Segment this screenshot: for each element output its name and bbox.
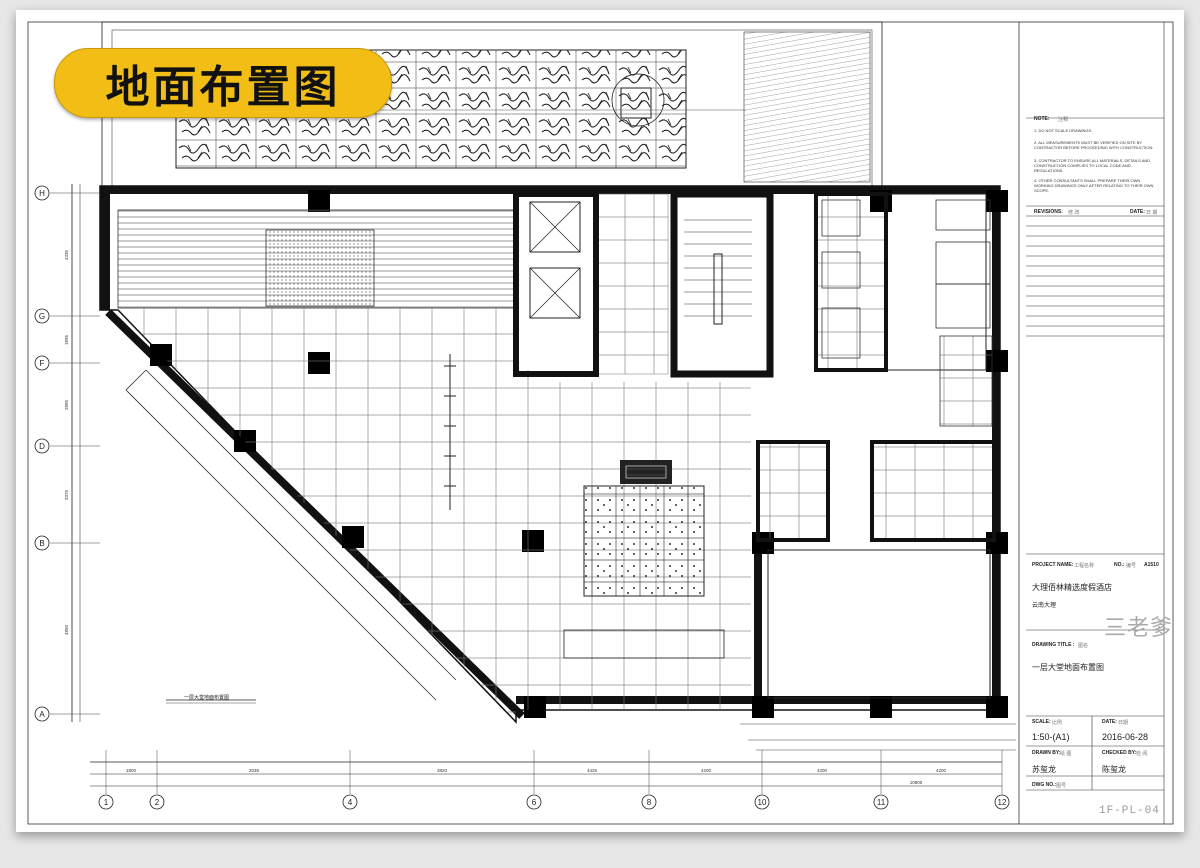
- grid-col-12-bubble: [994, 794, 1010, 810]
- grid-row-G-bubble: [34, 308, 50, 324]
- plan-caption: 一层大堂地面布置图: [184, 695, 230, 701]
- scale-label: SCALE:: [1032, 719, 1051, 725]
- dimension-bottom: 4200: [701, 768, 712, 773]
- grid-col-6-bubble: [526, 794, 542, 810]
- no-label-cn: 编号: [1126, 563, 1137, 569]
- dimension-total: 10800: [910, 780, 923, 785]
- dimension-bottom: 3820: [437, 768, 448, 773]
- drawing-title-label-cn: 图名: [1078, 643, 1089, 649]
- grid-row-B-bubble: [34, 535, 50, 551]
- checked-by-label-cn: 检 阅: [1136, 751, 1148, 757]
- grid-col-1-bubble: [98, 794, 114, 810]
- dimension-left: 4850: [64, 624, 69, 635]
- drawing-title-label: DRAWING TITLE :: [1032, 642, 1075, 648]
- grid-col-6-label: 6: [532, 798, 537, 807]
- project-number: A1510: [1144, 562, 1159, 568]
- grid-row-G-label: G: [39, 312, 45, 321]
- dimension-bottom: 4425: [587, 768, 598, 773]
- project-label: PROJECT NAME:: [1032, 562, 1074, 568]
- grid-col-8-label: 8: [647, 798, 652, 807]
- revisions-date-label: DATE:: [1130, 209, 1145, 215]
- drawn-by-label: DRAWN BY:: [1032, 750, 1061, 756]
- dimension-left: 3375: [64, 489, 69, 500]
- note-1: 1. DO NOT SCALE DRAWINGS.: [1034, 128, 1093, 133]
- grid-col-10-bubble: [754, 794, 770, 810]
- drawn-by-label-cn: 绘 图: [1060, 751, 1072, 757]
- dimension-bottom: 1800: [126, 768, 137, 773]
- dwg-no-label: DWG NO.:: [1032, 782, 1057, 788]
- note-2: 2. ALL MEASUREMENTS MUST BE VERIFIED ON …: [1034, 140, 1154, 150]
- grid-col-4-label: 4: [348, 798, 353, 807]
- scale-label-cn: 比例: [1052, 720, 1063, 726]
- project-label-cn: 工程名称: [1074, 563, 1095, 569]
- note-4: 4. OTHER CONSULTANTS SHALL PREPARE THEIR…: [1034, 178, 1154, 193]
- grid-col-2-label: 2: [155, 798, 160, 807]
- grid-row-A-bubble: [34, 706, 50, 722]
- grid-row-H-bubble: [34, 185, 50, 201]
- grid-row-D-label: D: [39, 442, 45, 451]
- grid-col-8-bubble: [641, 794, 657, 810]
- dwg-number: 1F-PL-04: [1099, 805, 1160, 817]
- no-label: NO.:: [1114, 562, 1125, 568]
- dwg-no-label-cn: 图号: [1056, 783, 1067, 789]
- grid-col-12-label: 12: [998, 798, 1007, 807]
- grid-col-2-bubble: [149, 794, 165, 810]
- grid-row-H-label: H: [39, 189, 45, 198]
- dimension-bottom: 2035: [249, 768, 260, 773]
- notes-label: NOTE:: [1034, 116, 1050, 122]
- badge-title: 地面布置图: [105, 62, 341, 113]
- grid-col-11-bubble: [873, 794, 889, 810]
- dimension-left: 1895: [64, 334, 69, 345]
- grid-col-4-bubble: [342, 794, 358, 810]
- project-location: 云南大理: [1032, 603, 1057, 609]
- revisions-date-label-cn: 日 期: [1146, 210, 1158, 216]
- date-label-cn: 日期: [1118, 720, 1129, 726]
- grid-col-11-label: 11: [877, 798, 886, 807]
- project-name: 大理佰林精选度假酒店: [1032, 583, 1112, 592]
- scale-value: 1:50-(A1): [1032, 732, 1070, 742]
- grid-col-1-label: 1: [104, 798, 109, 807]
- drawing-title: 一层大堂地面布置图: [1032, 663, 1104, 672]
- grid-col-10-label: 10: [758, 798, 767, 807]
- floor-plan-drawing: HGFDBA1246810111218002035382044254200420…: [27, 21, 1174, 825]
- note-3: 3. CONTRACTOR TO ENSURE ALL MATERIALS, D…: [1034, 158, 1151, 173]
- grid-row-F-bubble: [34, 355, 50, 371]
- watermark-text: 三老爹: [1104, 616, 1174, 641]
- revisions-label-cn: 修 改: [1068, 210, 1080, 216]
- grid-row-A-label: A: [39, 710, 45, 719]
- checked-by-value: 陈玺龙: [1102, 765, 1126, 774]
- dimension-bottom: 4200: [817, 768, 828, 773]
- dimension-left: 4335: [64, 249, 69, 260]
- drawn-by-value: 苏玺龙: [1032, 765, 1056, 774]
- date-label: DATE:: [1102, 719, 1117, 725]
- grid-row-F-label: F: [40, 359, 45, 368]
- checked-by-label: CHECKED BY:: [1102, 750, 1137, 756]
- dimension-left: 2895: [64, 399, 69, 410]
- title-badge: 地面布置图: [54, 48, 392, 118]
- dimension-bottom: 4200: [936, 768, 947, 773]
- notes-label-cn: 注释: [1058, 117, 1069, 123]
- date-value: 2016-06-28: [1102, 732, 1149, 742]
- revisions-label: REVISIONS:: [1034, 209, 1063, 215]
- grid-row-B-label: B: [39, 539, 44, 548]
- grid-row-D-bubble: [34, 438, 50, 454]
